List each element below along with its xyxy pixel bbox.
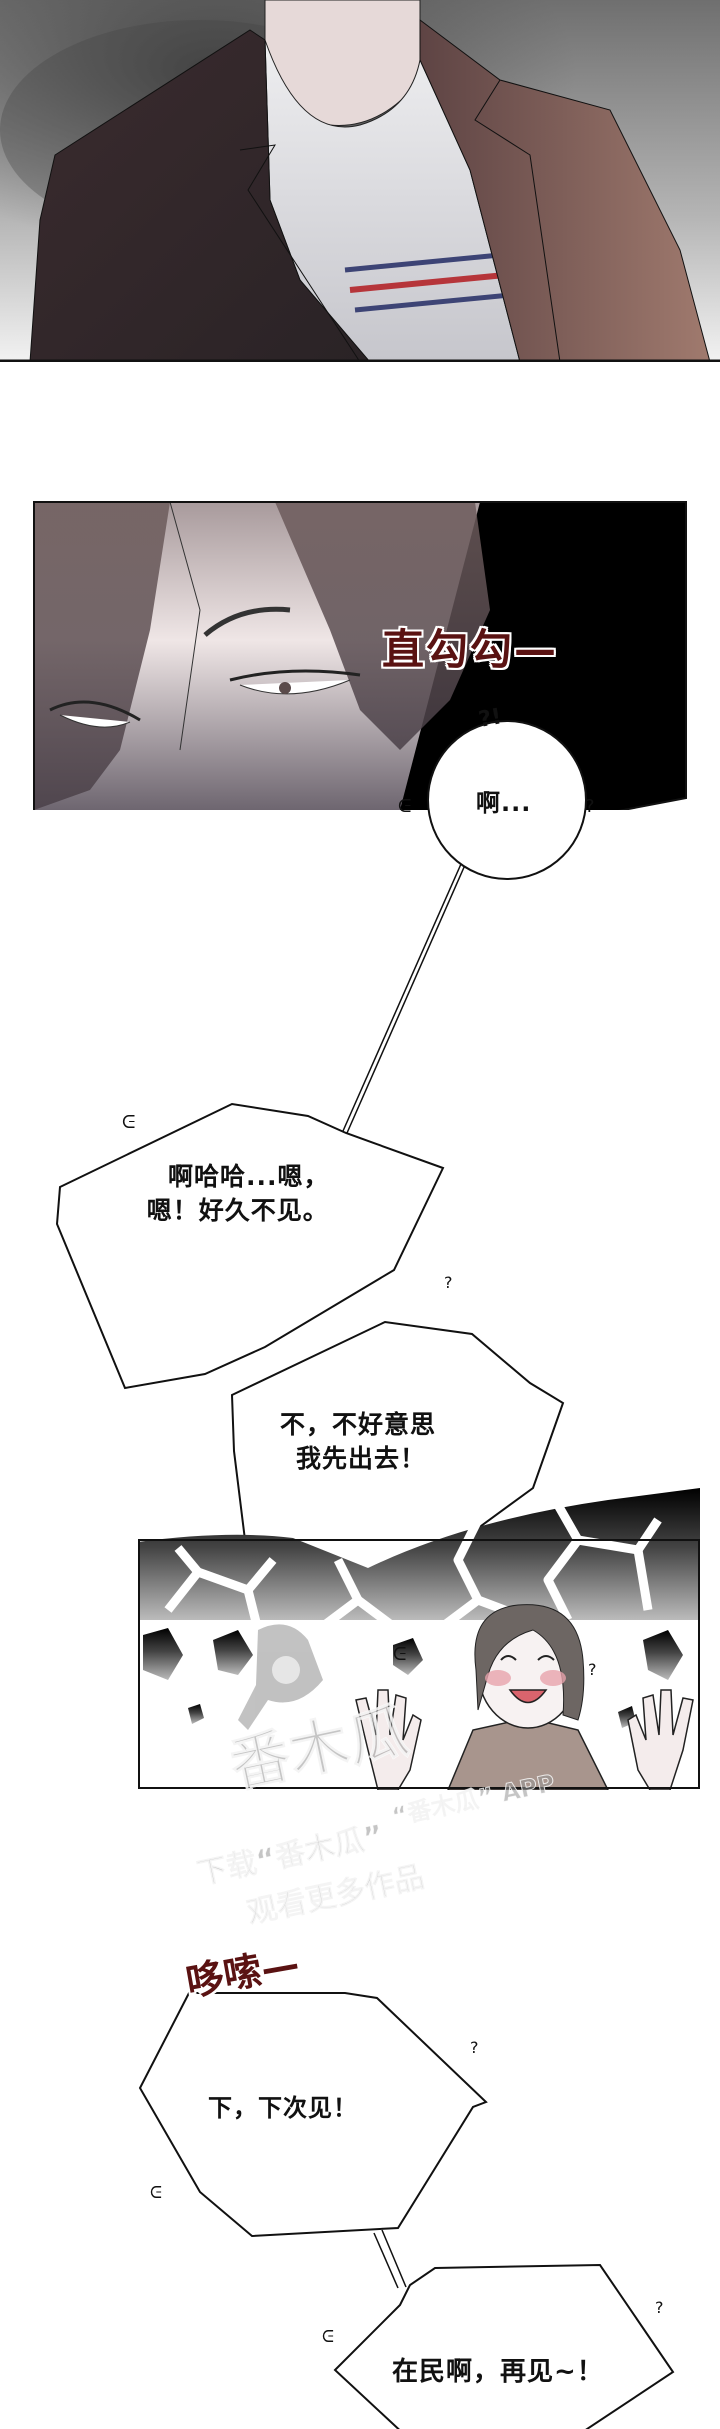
svg-text:?: ?	[470, 2038, 479, 2057]
bubble-4-text: 下，下次见！	[208, 2094, 358, 2122]
watermark-logo-figure	[238, 1624, 323, 1730]
bubble-5-text: 在民啊，再见~！	[392, 2357, 604, 2387]
bubble-2-text: 啊哈哈...嗯， 嗯！好久不见。	[146, 1160, 330, 1228]
sfx-stare: 直勾勾—	[382, 625, 559, 674]
bubble-3-line-2: 我先出去！	[296, 1443, 427, 1473]
panel-1-torso	[0, 0, 720, 362]
bubble-2-line-2: 嗯！好久不见。	[146, 1195, 329, 1225]
bubble-4-shape: ? ᕮ	[138, 1992, 488, 2289]
svg-text:?: ?	[655, 2298, 664, 2317]
panel-3-woman-waving: ᕮ ?	[138, 1480, 700, 1790]
panel-1-illustration	[0, 0, 720, 362]
svg-text:ᕮ: ᕮ	[322, 2327, 334, 2346]
panel-3-illustration: ᕮ ?	[138, 1488, 700, 1790]
svg-text:ᕮ: ᕮ	[150, 2183, 162, 2202]
panel-2-illustration	[33, 501, 687, 810]
svg-text:?: ?	[588, 1660, 597, 1679]
woman-figure: ᕮ ?	[355, 1604, 694, 1790]
bubble-3-line-1: 不，不好意思	[280, 1410, 437, 1439]
svg-text:?: ?	[444, 1273, 453, 1292]
svg-text:ᕮ: ᕮ	[122, 1112, 135, 1133]
panel-2-eyes: 直勾勾—	[0, 490, 720, 810]
bubble-3-text: 不，不好意思 我先出去！	[280, 1408, 436, 1476]
bubble-2-shape: ᕮ ?	[55, 1102, 453, 1438]
sfx-door: 哆嗦—	[182, 1941, 303, 2005]
bubble-2-line-1: 啊哈哈...嗯，	[168, 1162, 330, 1191]
bubble-1-text: 啊...	[476, 789, 532, 817]
svg-text:ᕮ: ᕮ	[393, 1644, 406, 1665]
bubble-5-shape: ᕮ ?	[322, 2263, 675, 2429]
